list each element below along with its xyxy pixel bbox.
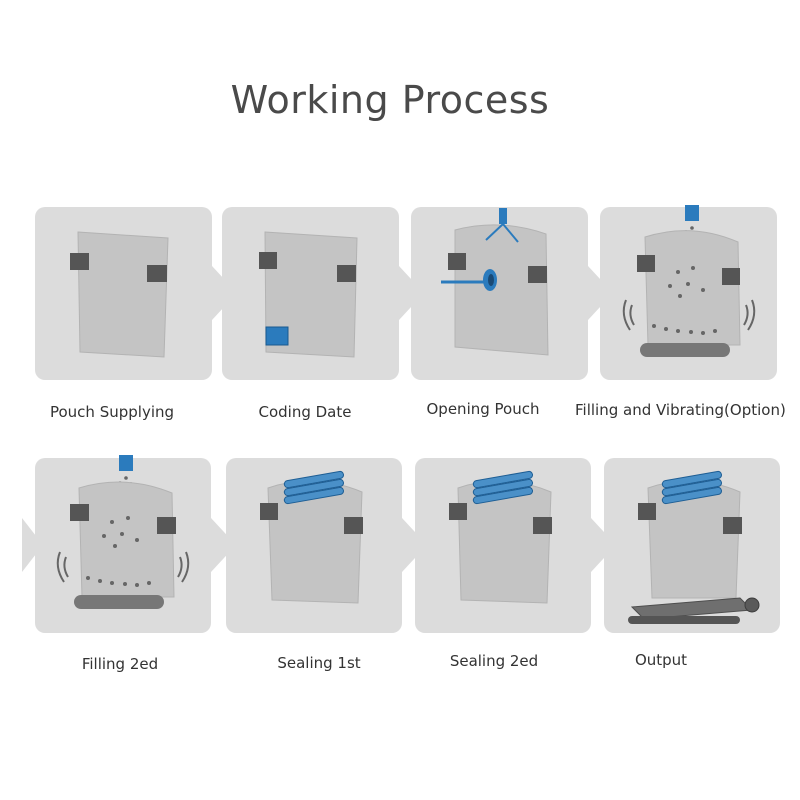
step-6-panel — [226, 458, 402, 633]
step-5-label: Filling 2ed — [81, 655, 159, 673]
step-arrow — [211, 518, 236, 572]
step-arrow — [402, 518, 427, 572]
page-title: Working Process — [230, 78, 550, 122]
step-8-panel — [604, 458, 780, 633]
filling-vibrating-icon — [622, 205, 756, 357]
second-filling-icon — [56, 455, 190, 609]
output-conveyor-icon — [628, 470, 760, 624]
date-coder-icon — [259, 231, 358, 358]
first-sealing-icon — [260, 470, 363, 604]
step-2-panel — [222, 207, 399, 380]
step-8-label: Output — [634, 651, 688, 669]
step-arrow — [591, 518, 616, 572]
step-4-label: Filling and Vibrating(Option) — [575, 401, 786, 419]
step-2-label: Coding Date — [258, 403, 352, 421]
step-7-label: Sealing 2ed — [449, 652, 539, 670]
step-7-panel — [415, 458, 591, 633]
step-3-label: Opening Pouch — [426, 400, 540, 418]
step-4-panel — [600, 205, 777, 380]
suction-opener-icon — [441, 208, 549, 356]
flat-pouch-icon — [70, 231, 169, 358]
step-1-panel — [35, 207, 212, 380]
step-6-label: Sealing 1st — [277, 654, 361, 672]
step-3-panel — [411, 207, 588, 380]
second-sealing-icon — [449, 470, 552, 604]
step-1-label: Pouch Supplying — [49, 403, 175, 421]
step-5-panel — [35, 455, 211, 633]
step-arrow — [22, 518, 43, 572]
